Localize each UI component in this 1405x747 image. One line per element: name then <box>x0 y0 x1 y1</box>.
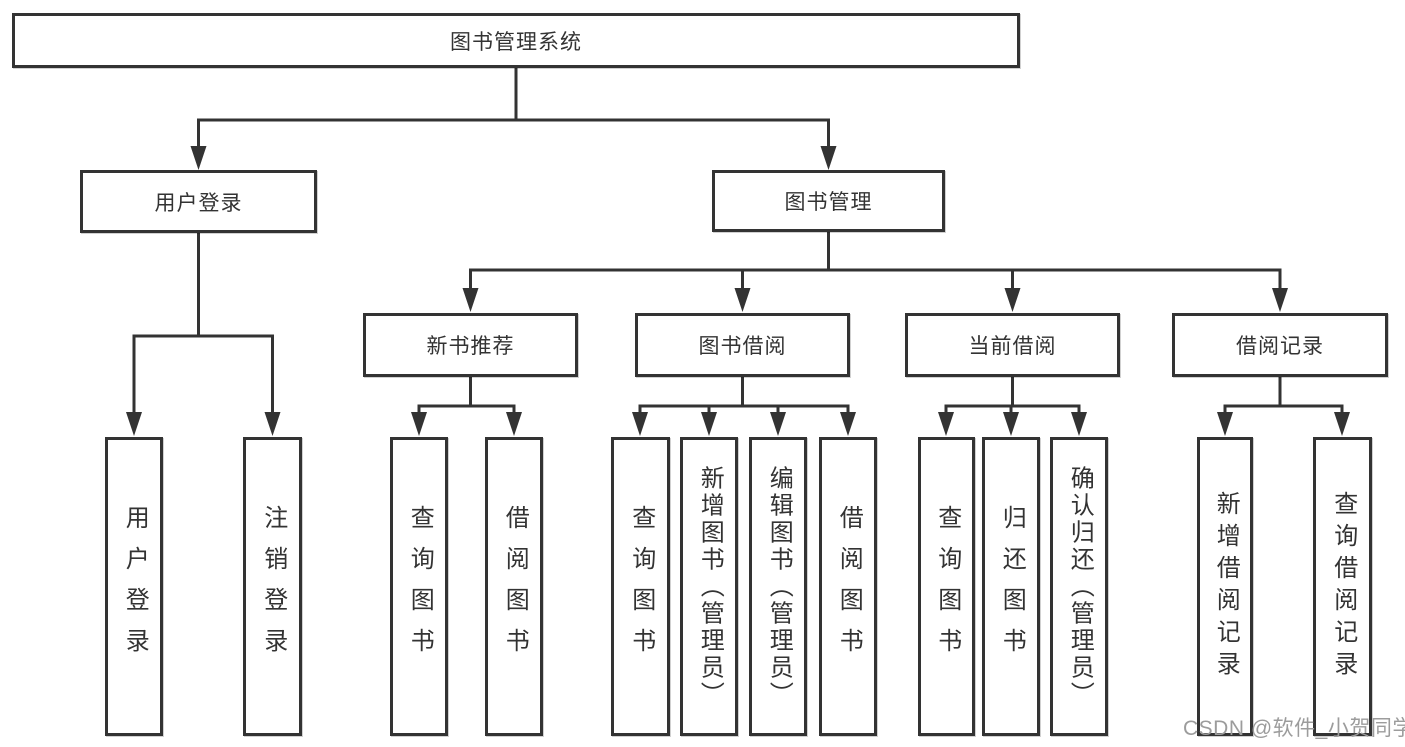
leaf-borrow-books-recommend: 借阅图书 <box>485 437 543 736</box>
leaf-confirm-return-admin: 确认归还（管理员） <box>1050 437 1108 736</box>
leaf-user-login-label: 用户登录 <box>121 504 149 669</box>
arrowhead <box>1272 288 1288 312</box>
arrowhead <box>1071 412 1087 436</box>
leaf-user-login: 用户登录 <box>105 437 163 736</box>
leaf-return-book: 归还图书 <box>982 437 1040 736</box>
node-root: 图书管理系统 <box>12 13 1020 68</box>
leaf-borrow-books-borrowing-label: 借阅图书 <box>835 504 863 669</box>
node-new-book-recommend-label: 新书推荐 <box>426 335 515 358</box>
arrowhead <box>770 412 786 436</box>
node-borrowing-records: 借阅记录 <box>1172 313 1388 377</box>
leaf-edit-book-admin: 编辑图书（管理员） <box>749 437 807 736</box>
node-root-label: 图书管理系统 <box>450 30 582 54</box>
arrowhead <box>1003 412 1019 436</box>
leaf-logout-label: 注销登录 <box>259 504 287 669</box>
arrowhead <box>701 412 717 436</box>
arrowhead <box>126 412 142 436</box>
watermark: CSDN @软件_小贺同学 <box>1183 717 1405 740</box>
leaf-borrow-books-recommend-label: 借阅图书 <box>501 504 529 669</box>
leaf-query-books-borrowing-label: 查询图书 <box>627 504 655 669</box>
leaf-query-books-borrowing: 查询图书 <box>611 437 670 736</box>
leaf-query-books-recommend: 查询图书 <box>390 437 448 736</box>
arrowhead <box>506 412 522 436</box>
leaf-query-borrow-record-label: 查询借阅记录 <box>1329 490 1357 683</box>
node-book-management-label: 图书管理 <box>784 191 873 214</box>
node-book-borrowing-label: 图书借阅 <box>698 335 787 358</box>
node-book-borrowing: 图书借阅 <box>635 313 850 377</box>
leaf-add-book-admin-label: 新增图书（管理员） <box>696 465 724 708</box>
arrowhead <box>840 412 856 436</box>
leaf-borrow-books-borrowing: 借阅图书 <box>819 437 877 736</box>
node-user-login-label: 用户登录 <box>154 191 243 215</box>
arrowhead <box>1334 412 1350 436</box>
node-new-book-recommend: 新书推荐 <box>363 313 578 377</box>
arrowhead <box>411 412 427 436</box>
node-book-management: 图书管理 <box>712 170 945 232</box>
leaf-add-borrow-record: 新增借阅记录 <box>1197 437 1253 736</box>
arrowhead <box>1004 288 1021 312</box>
leaf-query-books-recommend-label: 查询图书 <box>406 504 434 669</box>
arrowhead <box>190 146 207 170</box>
arrowhead <box>264 412 281 436</box>
leaf-query-books-current: 查询图书 <box>918 437 975 736</box>
leaf-query-borrow-record: 查询借阅记录 <box>1313 437 1372 736</box>
arrowhead <box>734 288 751 312</box>
arrowhead <box>820 146 837 170</box>
arrowhead <box>1217 412 1233 436</box>
leaf-add-book-admin: 新增图书（管理员） <box>680 437 738 736</box>
node-current-borrowing: 当前借阅 <box>905 313 1120 377</box>
node-borrowing-records-label: 借阅记录 <box>1236 335 1324 358</box>
leaf-edit-book-admin-label: 编辑图书（管理员） <box>765 465 793 708</box>
arrowhead <box>462 288 479 312</box>
leaf-add-borrow-record-label: 新增借阅记录 <box>1212 490 1240 683</box>
arrowhead <box>632 412 648 436</box>
node-user-login: 用户登录 <box>80 170 317 233</box>
leaf-logout: 注销登录 <box>243 437 302 736</box>
arrowhead <box>938 412 954 436</box>
leaf-return-book-label: 归还图书 <box>998 504 1026 669</box>
leaf-confirm-return-admin-label: 确认归还（管理员） <box>1066 465 1094 708</box>
leaf-query-books-current-label: 查询图书 <box>933 504 961 669</box>
node-current-borrowing-label: 当前借阅 <box>968 335 1057 358</box>
